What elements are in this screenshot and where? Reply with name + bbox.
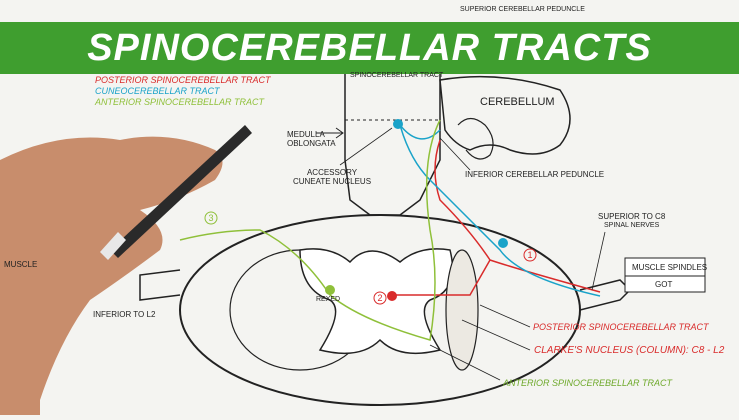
medulla-label: MEDULLA OBLONGATA bbox=[287, 130, 336, 148]
muscle-left-label: MUSCLE bbox=[4, 260, 38, 269]
marker-3-ring bbox=[204, 211, 218, 225]
inferior-l2-label: INFERIOR TO L2 bbox=[93, 310, 156, 319]
superior-c8-leader bbox=[591, 231, 606, 291]
page-title: SPINOCEREBELLAR TRACTS bbox=[87, 27, 652, 69]
clarkes-nucleus-column bbox=[445, 249, 479, 371]
superior-c8-label: SUPERIOR TO C8 bbox=[598, 212, 666, 221]
pen-shape bbox=[110, 125, 252, 258]
posterior-tract-leader bbox=[479, 304, 531, 328]
spinal-nerves-label: SPINAL NERVES bbox=[604, 222, 660, 229]
medulla-arrow bbox=[316, 127, 344, 139]
marker-1-ring bbox=[523, 248, 537, 262]
clarkes-nucleus-leader bbox=[461, 319, 531, 351]
nucleus-marker-rexed bbox=[325, 285, 335, 295]
cerebellum-outline bbox=[439, 75, 571, 155]
marker-2-text: 2 bbox=[377, 293, 382, 303]
legend-item-anterior: ANTERIOR SPINOCEREBELLAR TRACT bbox=[95, 97, 265, 107]
got-label: GOT bbox=[655, 280, 673, 289]
cuneocerebellar-pathway bbox=[399, 124, 601, 297]
legend-item-cuneocerebellar: CUNEOCEREBELLAR TRACT bbox=[95, 86, 220, 96]
right-nerve-root bbox=[579, 279, 632, 311]
nucleus-marker-cerebellum bbox=[393, 119, 403, 129]
rexed-label: REXED bbox=[316, 296, 341, 303]
left-nerve-root bbox=[139, 269, 181, 301]
posterior-tract-synapse-path bbox=[395, 259, 491, 296]
hand-shape bbox=[0, 136, 223, 415]
got-box bbox=[624, 275, 706, 293]
clarkes-nucleus-label: CLARKE'S NUCLEUS (COLUMN): C8 - L2 bbox=[534, 345, 725, 356]
nucleus-marker-right bbox=[498, 238, 508, 248]
anterior-tract-label: ANTERIOR SPINOCEREBELLAR TRACT bbox=[503, 378, 673, 388]
posterior-tract-label: POSTERIOR SPINOCEREBELLAR TRACT bbox=[533, 322, 709, 332]
inferior-peduncle-label: INFERIOR CEREBELLAR PEDUNCLE bbox=[465, 170, 605, 179]
legend-item-posterior: POSTERIOR SPINOCEREBELLAR TRACT bbox=[95, 75, 271, 85]
superior-peduncle-label: SUPERIOR CEREBELLAR PEDUNCLE bbox=[460, 6, 585, 13]
marker-3-text: 3 bbox=[208, 213, 213, 223]
accessory-cuneate-leader bbox=[339, 127, 393, 166]
anterior-tract-leader bbox=[429, 344, 501, 381]
nucleus-marker-posterior bbox=[387, 291, 397, 301]
marker-1-text: 1 bbox=[527, 250, 532, 260]
inferior-peduncle-leader bbox=[439, 137, 471, 171]
posterior-tract-pathway bbox=[434, 139, 601, 293]
accessory-cuneate-label: ACCESSORY CUNEATE NUCLEUS bbox=[292, 168, 372, 186]
cerebellum-label: CEREBELLUM bbox=[480, 96, 555, 108]
medulla-outline bbox=[344, 69, 441, 216]
muscle-spindles-label: MUSCLE SPINDLES bbox=[632, 263, 708, 272]
marker-2-ring bbox=[373, 291, 387, 305]
pen-cap bbox=[100, 232, 126, 260]
cerebellum-folia bbox=[457, 117, 494, 160]
anterior-tract-pathway bbox=[179, 119, 441, 341]
grey-matter bbox=[299, 248, 454, 355]
spinocerebellar-tract-label: SPINOCEREBELLAR TRACT bbox=[350, 72, 444, 79]
title-banner bbox=[0, 22, 739, 74]
